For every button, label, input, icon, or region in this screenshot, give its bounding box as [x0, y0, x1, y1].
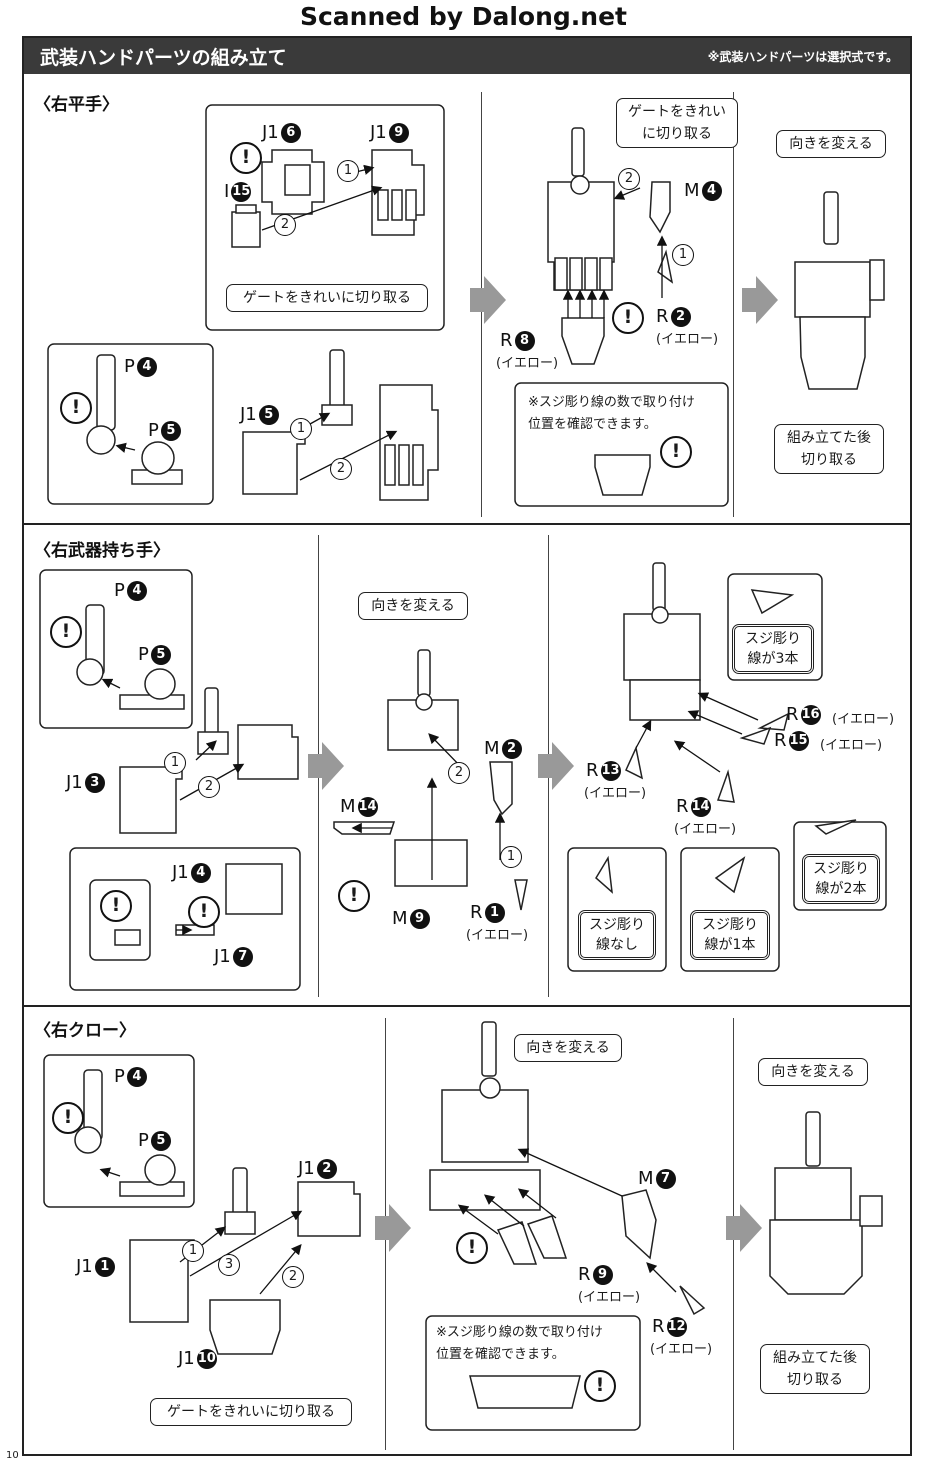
scan-credit: Scanned by Dalong.net [299, 2, 627, 31]
step-marker-1: 1 [337, 160, 359, 182]
callout-after-assembly: 組み立てた後切り取る [774, 424, 884, 474]
callout-gate-clean: ゲートをきれいに切り取る [150, 1398, 352, 1426]
step-marker-3: 3 [218, 1254, 240, 1276]
warning-icon: ! [100, 890, 132, 922]
section-title-right-weapon-hand: 〈右武器持ち手〉 [34, 541, 170, 561]
step-marker-1: 1 [164, 752, 186, 774]
warning-icon: ! [230, 142, 262, 174]
page-number: 10 [6, 1450, 19, 1461]
warning-icon: ! [612, 302, 644, 334]
step-marker-1: 1 [182, 1240, 204, 1262]
step-divider [733, 92, 734, 517]
yellow-note: (イエロー) [496, 356, 559, 371]
warning-icon: ! [338, 880, 370, 912]
header-title: 武装ハンドパーツの組み立て [40, 47, 287, 69]
callout-turn: 向きを変える [514, 1034, 622, 1062]
warning-icon: ! [60, 392, 92, 424]
callout-after-assembly: 組み立てた後切り取る [760, 1344, 870, 1394]
yellow-note: (イエロー) [674, 822, 737, 837]
callout-turn: 向きを変える [358, 592, 468, 620]
callout-turn: 向きを変える [776, 130, 886, 158]
callout-turn: 向きを変える [758, 1058, 868, 1086]
section-divider [24, 523, 910, 525]
yellow-note: (イエロー) [578, 1290, 641, 1305]
callout-gate-clean: ゲートをきれいに切り取る [226, 284, 428, 312]
yellow-note: (イエロー) [832, 712, 895, 727]
callout-suji-2: スジ彫り線が2本 [802, 854, 880, 904]
step-marker-1: 1 [500, 846, 522, 868]
step-marker-2: 2 [330, 458, 352, 480]
yellow-note: (イエロー) [820, 738, 883, 753]
callout-suji-3: スジ彫り線が3本 [732, 624, 814, 674]
yellow-note: (イエロー) [584, 786, 647, 801]
warning-icon: ! [52, 1102, 84, 1134]
warning-icon: ! [660, 436, 692, 468]
section-title-right-claw: 〈右クロー〉 [34, 1021, 136, 1041]
warning-icon: ! [584, 1370, 616, 1402]
callout-suji-check: ※スジ彫り線の数で取り付け位置を確認できます。 [436, 1325, 603, 1362]
page-frame [22, 36, 912, 1456]
header-bar: 武装ハンドパーツの組み立て ※武装ハンドパーツは選択式です。 [24, 38, 910, 74]
callout-gate-clean-2line: ゲートをきれいに切り取る [616, 98, 738, 148]
warning-icon: ! [456, 1232, 488, 1264]
step-marker-2: 2 [282, 1266, 304, 1288]
step-marker-2: 2 [198, 776, 220, 798]
step-marker-1: 1 [672, 244, 694, 266]
section-title-right-open-hand: 〈右平手〉 [34, 95, 119, 115]
step-marker-1: 1 [290, 418, 312, 440]
header-note: ※武装ハンドパーツは選択式です。 [707, 50, 898, 64]
callout-suji-none: スジ彫り線なし [578, 910, 656, 960]
step-marker-2: 2 [274, 214, 296, 236]
step-marker-2: 2 [448, 762, 470, 784]
section-divider [24, 1005, 910, 1007]
callout-suji-check: ※スジ彫り線の数で取り付け位置を確認できます。 [528, 395, 695, 432]
step-marker-2: 2 [618, 168, 640, 190]
callout-suji-1: スジ彫り線が1本 [690, 910, 770, 960]
yellow-note: (イエロー) [656, 332, 719, 347]
warning-icon: ! [188, 896, 220, 928]
warning-icon: ! [50, 616, 82, 648]
yellow-note: (イエロー) [650, 1342, 713, 1357]
yellow-note: (イエロー) [466, 928, 529, 943]
